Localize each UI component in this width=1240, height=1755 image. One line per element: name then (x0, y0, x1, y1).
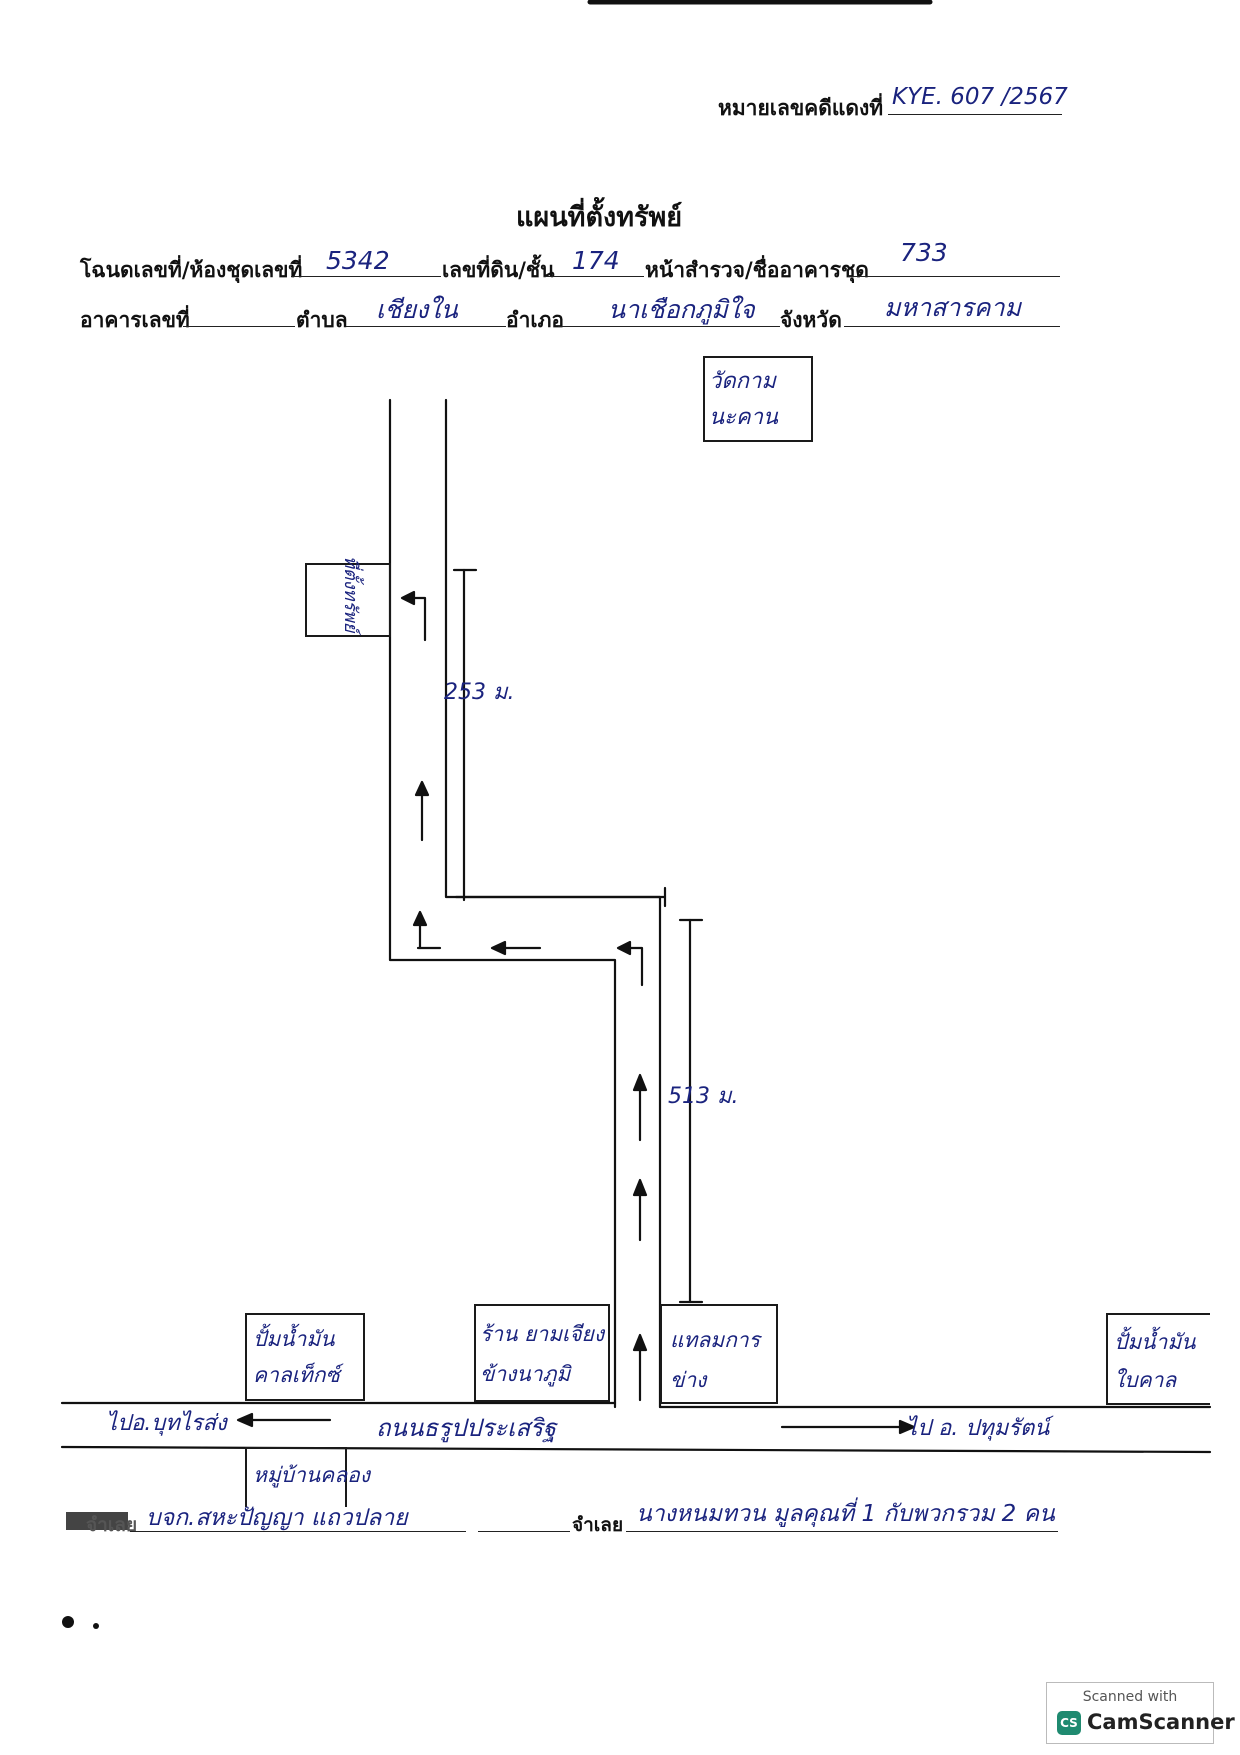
direction-right: ไป อ. ปทุมรัตน์ (906, 1416, 1050, 1441)
target-property-box: ที่ตั้งทรัพย์ (305, 556, 391, 637)
province-label: จังหวัด (780, 307, 842, 332)
scanned-with-text: Scanned with (1082, 1689, 1178, 1705)
gas-left-label: ปั้มน้ำมัน คาลเท็กซ์ (253, 1327, 340, 1387)
direction-left: ไปอ.บุทไรส่ง (106, 1411, 227, 1436)
hospital-box: แทลมการ ข่าง (660, 1304, 778, 1404)
temple-box: วัดกาม นะคาน (703, 356, 813, 442)
survey-value: 733 (900, 238, 948, 267)
village-label: หมู่บ้านคลอง (253, 1463, 370, 1487)
deed-label: หมายเลขคดีแดงที่ (718, 95, 884, 120)
hospital-label: แทลมการ ข่าง (670, 1328, 760, 1392)
gas-station-left: ปั้มน้ำมัน คาลเท็กซ์ (245, 1313, 365, 1401)
subdistrict-label: ตำบล (296, 307, 348, 332)
title-deed-label: โฉนดเลขที่/ห้องชุดเลขที่ (80, 257, 303, 282)
target-property-label: ที่ตั้งทรัพย์ (340, 556, 361, 633)
shop-middle: ร้าน ยามเจียง ข้างนาภูมิ (474, 1304, 610, 1402)
owner-value: บจก.สหะปัญญา แถวปลาย (146, 1505, 408, 1531)
distance-upper: 253 ม. (444, 680, 515, 705)
camscanner-logo-icon: CS (1057, 1711, 1081, 1735)
gas-right-label: ปั้มน้ำมัน ใบคาล (1114, 1330, 1196, 1392)
land-no-value: 174 (572, 246, 620, 275)
building-label: อาคารเลขที่ (80, 307, 190, 332)
subdistrict-value: เชียงใน (376, 295, 458, 324)
page-title: แผนที่ตั้งทรัพย์ (516, 202, 683, 233)
title-deed-value: 5342 (326, 246, 390, 275)
distance-lower: 513 ม. (668, 1084, 739, 1109)
camscanner-name: CamScanner (1087, 1710, 1235, 1734)
road-name: ถนนธรูปประเสริฐ (376, 1414, 557, 1442)
defendant-label: จำเลย (572, 1514, 624, 1536)
province-value: มหาสารคาม (884, 293, 1021, 322)
deed-value: KYE. 607 /2567 (892, 84, 1068, 110)
district-value: นาเชือกภูมิใจ (608, 295, 755, 324)
district-label: อำเภอ (506, 307, 565, 332)
gas-station-right: ปั้มน้ำมัน ใบคาล (1106, 1313, 1210, 1405)
camscanner-badge: Scanned with CS CamScanner (1046, 1682, 1235, 1744)
owner-prefix: จำเลย (86, 1514, 138, 1536)
village-box: หมู่บ้านคลอง (245, 1447, 370, 1507)
defendant-value: นางหนมทวน มูลคุณที่ 1 กับพวกรวม 2 คน (636, 1501, 1055, 1527)
survey-label: หน้าสำรวจ/ชื่ออาคารชุด (645, 257, 869, 282)
shop-middle-label: ร้าน ยามเจียง ข้างนาภูมิ (480, 1322, 605, 1386)
temple-label: วัดกาม นะคาน (709, 369, 778, 430)
land-no-label: เลขที่ดิน/ชั้น (442, 257, 555, 282)
